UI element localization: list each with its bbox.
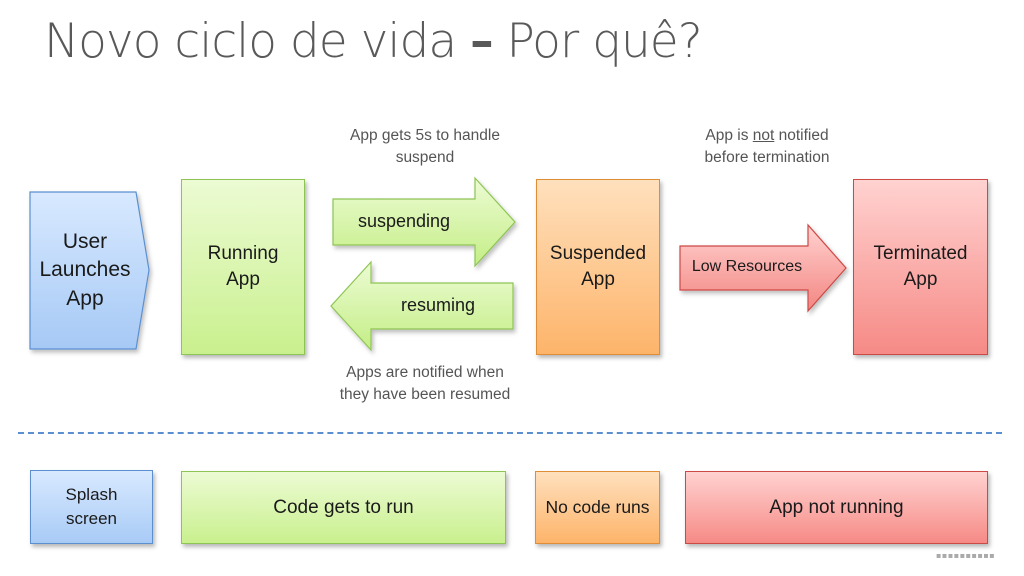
note-not-notified-suffix: notified bbox=[774, 127, 829, 144]
timeline-divider bbox=[18, 432, 1002, 434]
timeline-no-code-runs-label: No code runs bbox=[545, 496, 650, 517]
title-dash: – bbox=[470, 14, 493, 69]
low-resources-label: Low Resources bbox=[691, 258, 803, 275]
title-part1: Novo ciclo de vida bbox=[44, 14, 471, 69]
note-not-notified-emph: not bbox=[752, 127, 775, 144]
note-suspend-time-line2: suspend bbox=[395, 149, 455, 167]
note-resumed: Apps are notified when they have been re… bbox=[315, 362, 535, 407]
timeline-code-gets-to-run-label: Code gets to run bbox=[273, 496, 414, 518]
timeline-app-not-running-label: App not running bbox=[769, 496, 904, 518]
resuming-arrow bbox=[330, 260, 514, 352]
title-part2: Por quê? bbox=[492, 14, 703, 69]
state-user-launches: User Launches App bbox=[30, 192, 140, 349]
note-suspend-time: App gets 5s to handle suspend bbox=[320, 125, 530, 170]
note-suspend-time-line1: App gets 5s to handle bbox=[350, 127, 500, 144]
timeline-splash-screen-label: Splash screen bbox=[65, 485, 118, 528]
resuming-label: resuming bbox=[400, 295, 476, 315]
watermark-logo: ▪▪▪▪▪▪▪▪▪▪ bbox=[936, 551, 996, 560]
timeline-splash-screen: Splash screen bbox=[30, 470, 153, 544]
state-suspended-app: Suspended App bbox=[536, 179, 660, 355]
note-resumed-line2: they have been resumed bbox=[339, 386, 511, 404]
note-not-notified-line2: before termination bbox=[704, 149, 830, 167]
page-title: Novo ciclo de vida – Por quê? bbox=[44, 14, 703, 69]
timeline-no-code-runs: No code runs bbox=[535, 471, 660, 544]
user-launches-shape bbox=[29, 191, 150, 350]
state-user-launches-label: User Launches App bbox=[39, 229, 131, 310]
timeline-code-gets-to-run: Code gets to run bbox=[181, 471, 506, 544]
state-terminated-app-label: Terminated App bbox=[873, 243, 968, 290]
suspending-arrow bbox=[332, 176, 516, 268]
state-running-app: Running App bbox=[181, 179, 305, 355]
note-not-notified: App is not notified before termination bbox=[672, 125, 862, 170]
note-resumed-line1: Apps are notified when bbox=[346, 364, 504, 381]
state-suspended-app-label: Suspended App bbox=[549, 243, 647, 290]
suspending-label: suspending bbox=[357, 211, 451, 231]
state-running-app-label: Running App bbox=[207, 243, 279, 290]
low-resources-arrow bbox=[679, 223, 847, 313]
note-not-notified-prefix: App is bbox=[705, 127, 753, 144]
state-terminated-app: Terminated App bbox=[853, 179, 988, 355]
note-not-notified-line1: App is not notified bbox=[672, 125, 862, 147]
timeline-app-not-running: App not running bbox=[685, 471, 988, 544]
